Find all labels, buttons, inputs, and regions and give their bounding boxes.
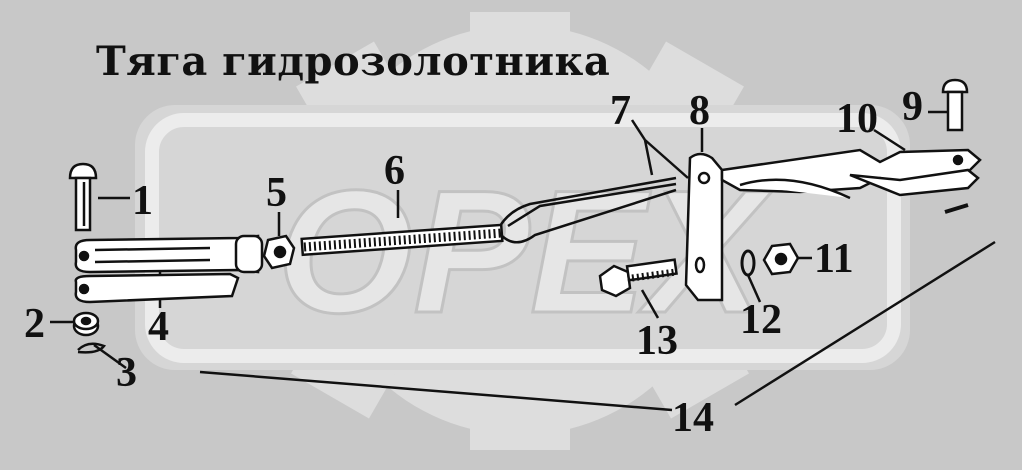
part-12-spring-washer [740, 249, 756, 277]
leader-13 [640, 289, 660, 319]
leader-7c [644, 139, 689, 179]
part-9-pin [941, 78, 969, 132]
part-13-bolt [598, 258, 678, 298]
callout-10: 10 [836, 96, 878, 142]
callout-7: 7 [610, 88, 631, 134]
callout-4: 4 [148, 304, 169, 350]
part-10-link [720, 148, 982, 214]
leader-12 [746, 274, 762, 303]
callout-3: 3 [116, 350, 137, 396]
part-2-washer [72, 311, 100, 337]
leader-10 [873, 128, 906, 152]
callout-8: 8 [689, 88, 710, 134]
leader-14b [734, 240, 996, 407]
callout-13: 13 [636, 318, 678, 364]
part-5-nut [262, 234, 296, 270]
part-11-nut [762, 242, 800, 276]
leader-7a [630, 119, 647, 141]
callout-1: 1 [132, 178, 153, 224]
part-3-cotter-pin [77, 342, 107, 354]
callout-2: 2 [24, 301, 45, 347]
callout-9: 9 [902, 84, 923, 130]
callout-11: 11 [814, 236, 854, 282]
callout-6: 6 [384, 148, 405, 194]
callout-12: 12 [740, 297, 782, 343]
part-8-bracket [684, 152, 724, 302]
part-7-bent-rod [498, 176, 677, 244]
leader-14a [199, 370, 673, 412]
callout-14: 14 [672, 395, 714, 441]
leader-7b [643, 139, 654, 176]
part-1-pin [68, 162, 98, 232]
callout-5: 5 [266, 170, 287, 216]
part-4-clevis [74, 234, 264, 304]
diagram-title: Тяга гидрозолотника [96, 38, 611, 85]
part-6-threaded-rod [300, 223, 504, 257]
